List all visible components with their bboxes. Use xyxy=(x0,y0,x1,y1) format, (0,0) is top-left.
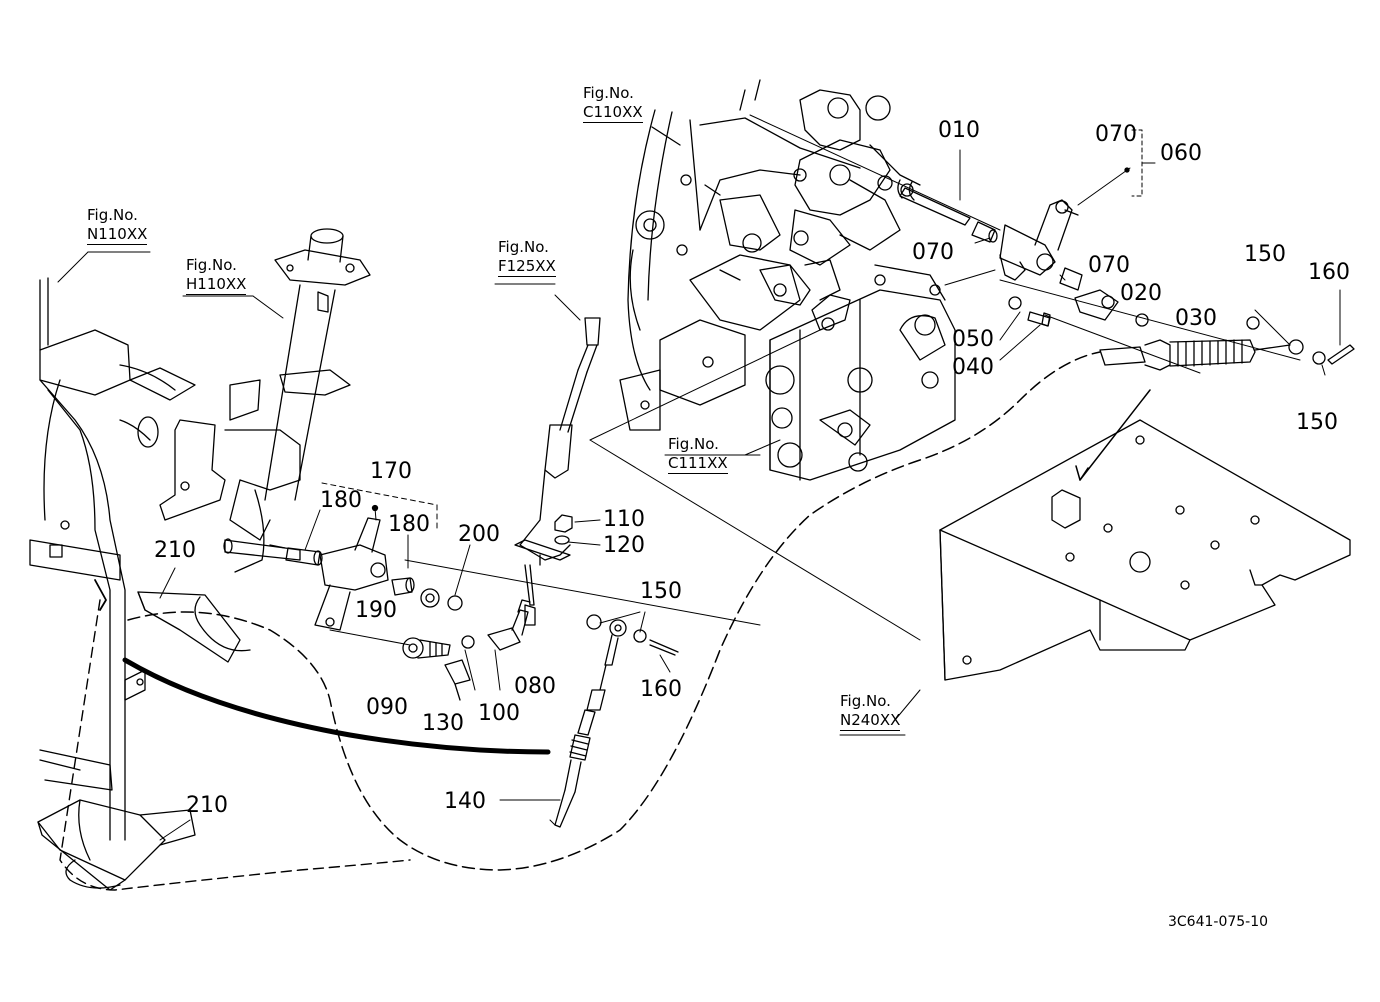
fig-ref-label: Fig.No. xyxy=(186,256,237,274)
main-cable xyxy=(122,657,551,755)
fig-ref-label: Fig.No. xyxy=(668,435,719,453)
pin-160b xyxy=(649,639,679,656)
washer-150c xyxy=(586,614,602,630)
part-callout-050: 050 xyxy=(952,327,994,352)
fig-ref-code: N240XX xyxy=(840,711,901,731)
pedal-arm-170 xyxy=(314,517,389,631)
leader-h110 xyxy=(252,295,284,319)
cable-route xyxy=(127,351,1101,871)
fig-ref-h110: Fig.No. H110XX xyxy=(186,256,247,295)
part-callout-080: 080 xyxy=(514,674,556,699)
part-callout-180: 180 xyxy=(388,512,430,537)
leader-n110 xyxy=(57,251,89,283)
part-callout-030: 030 xyxy=(1175,306,1217,331)
part-callout-160: 160 xyxy=(1308,260,1350,285)
fig-ref-label: Fig.No. xyxy=(840,692,891,710)
pin-160a xyxy=(1327,344,1355,365)
drawing-code: 3C641-075-10 xyxy=(1168,914,1269,930)
cable-end-lower xyxy=(604,619,627,666)
part-callout-010: 010 xyxy=(938,118,980,143)
part-callout-150: 150 xyxy=(640,579,682,604)
leader-c110 xyxy=(651,126,681,146)
valve-bracket xyxy=(759,89,921,306)
part-callout-070: 070 xyxy=(1095,122,1137,147)
rod-end-090 xyxy=(402,637,451,659)
part-callout-110: 110 xyxy=(603,507,645,532)
washer-150a xyxy=(1246,316,1260,330)
part-callout-070: 070 xyxy=(1088,253,1130,278)
collar-070a xyxy=(971,221,998,243)
part-callout-140: 140 xyxy=(444,789,486,814)
part-callout-020: 020 xyxy=(1120,281,1162,306)
shift-lever xyxy=(514,317,601,626)
fig-ref-label: Fig.No. xyxy=(583,84,634,102)
fig-ref-n240: Fig.No. N240XX xyxy=(840,692,901,731)
pedal-shaft xyxy=(223,538,323,566)
part-callout-090: 090 xyxy=(366,695,408,720)
collar-070c xyxy=(1059,267,1083,291)
clip-020 xyxy=(1074,289,1119,321)
transmission-housing xyxy=(619,79,801,431)
lever-arm-assembly xyxy=(999,199,1079,281)
part-callout-150: 150 xyxy=(1296,410,1338,435)
part-callout-200: 200 xyxy=(458,522,500,547)
part-callout-170: 170 xyxy=(370,459,412,484)
fig-ref-code: H110XX xyxy=(186,275,247,295)
floor-plate xyxy=(939,419,1351,681)
part-callout-210: 210 xyxy=(186,793,228,818)
fig-ref-label: Fig.No. xyxy=(87,206,138,224)
part-callout-160: 160 xyxy=(640,677,682,702)
part-callout-180: 180 xyxy=(320,488,362,513)
fig-ref-c110: Fig.No. C110XX xyxy=(583,84,643,123)
cable-end-upper xyxy=(1099,339,1304,371)
leader-f125 xyxy=(554,294,581,321)
nut-030 xyxy=(1135,313,1149,327)
fig-ref-f125: Fig.No. F125XX xyxy=(498,238,556,277)
pedal-210-lower xyxy=(37,799,196,891)
part-callout-150: 150 xyxy=(1244,242,1286,267)
fig-ref-code: F125XX xyxy=(498,257,556,277)
collar-190 xyxy=(391,577,415,596)
bolt-130 xyxy=(444,659,471,701)
washer-150b xyxy=(1312,351,1326,365)
cable-140 xyxy=(549,664,607,828)
part-callout-210: 210 xyxy=(154,538,196,563)
washer-200 xyxy=(420,588,440,608)
part-callout-190: 190 xyxy=(355,598,397,623)
left-frame xyxy=(29,277,196,841)
fig-ref-n110: Fig.No. N110XX xyxy=(87,206,148,245)
pedal-210-upper xyxy=(137,591,251,663)
joint-080 xyxy=(487,599,531,651)
part-callout-040: 040 xyxy=(952,355,994,380)
fig-ref-code: N110XX xyxy=(87,225,148,245)
washer-050 xyxy=(1008,296,1022,310)
control-valve-body xyxy=(765,264,956,481)
shaft-010 xyxy=(897,179,971,226)
part-callout-100: 100 xyxy=(478,701,520,726)
ref-line-c110 xyxy=(699,117,861,169)
fig-ref-code: C111XX xyxy=(668,454,728,474)
part-callout-120: 120 xyxy=(603,533,645,558)
nut-200 xyxy=(447,595,463,611)
fig-ref-code: C110XX xyxy=(583,103,643,123)
washer-120 xyxy=(554,535,570,545)
fig-ref-label: Fig.No. xyxy=(498,238,549,256)
steering-column xyxy=(159,228,371,573)
fig-ref-c111: Fig.No. C111XX xyxy=(668,435,728,474)
part-callout-070: 070 xyxy=(912,240,954,265)
nut-110 xyxy=(554,514,573,533)
part-callout-060: 060 xyxy=(1160,141,1202,166)
nut-100 xyxy=(461,635,475,649)
part-callout-130: 130 xyxy=(422,711,464,736)
